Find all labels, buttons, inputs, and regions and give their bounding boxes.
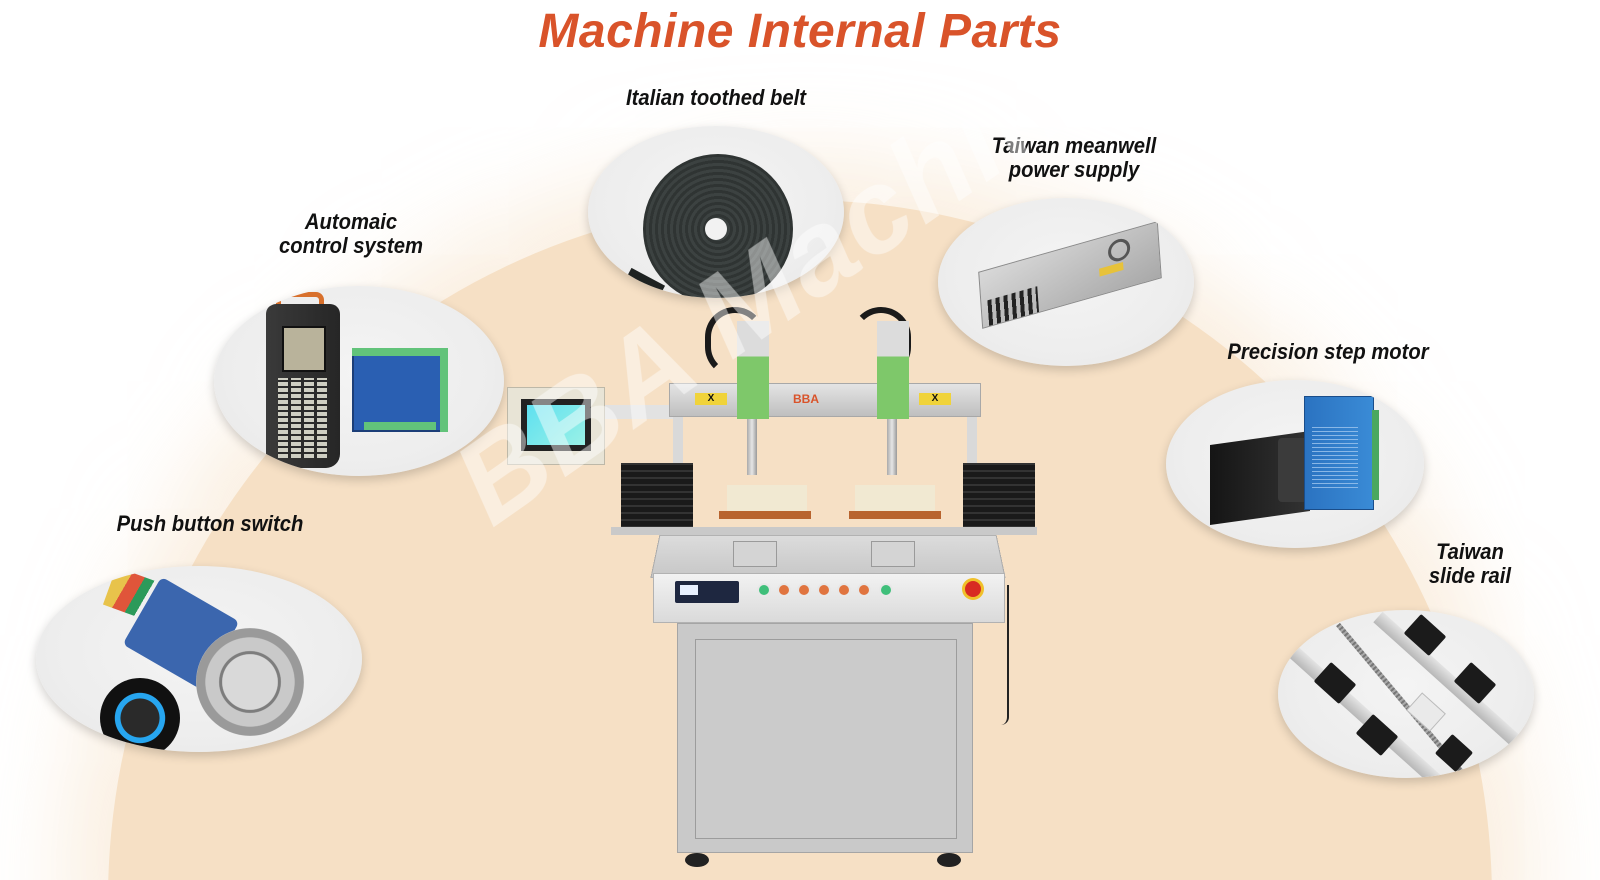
screwdriver-head-right [877,321,909,419]
controller-screen [282,326,326,372]
oval-push-button [36,566,362,752]
hmi-display [527,405,585,445]
panel-button-2[interactable] [779,585,789,595]
feeder-shelf [611,527,1037,535]
driver-spec-table [1312,424,1358,488]
panel-button-4[interactable] [819,585,829,595]
fixture-left [727,485,807,515]
label-power-supply: Taiwan meanwell power supply [991,133,1157,182]
axis-label-right: X [919,393,951,405]
panel-button-1[interactable] [759,585,769,595]
label-push-button: Push button switch [116,511,304,536]
axis-label-left: X [695,393,727,405]
hmi-arm [605,405,675,419]
screwdriver-head-left [737,321,769,419]
board-terminal [440,350,448,432]
fixture-right [855,485,935,515]
controller-lcd [680,585,698,595]
pendant-handle [276,292,324,314]
cable-loop-left [705,307,765,377]
metal-push-button-image [196,628,304,736]
belt-hole [705,218,727,240]
panel-button-5[interactable] [839,585,849,595]
oval-slide-rail [1278,610,1534,778]
panel-button-3[interactable] [799,585,809,595]
board-terminal [352,348,448,356]
fixture-plate-left [719,511,811,519]
fixture-plate-right [849,511,941,519]
label-control-system: Automaic control system [279,209,423,258]
board-terminal [364,422,436,430]
foot-right [937,853,961,867]
slide-tray-left [733,541,777,567]
warning-sticker [1099,262,1124,277]
label-slide-rail: Taiwan slide rail [1428,539,1512,588]
slide-tray-right [871,541,915,567]
screw-feeder-right [963,463,1035,533]
screw-feeder-left [621,463,693,533]
screw-machine-image: X X BBA [505,305,1037,875]
ball-screw-nut [1406,692,1446,732]
motion-control-board-image [352,350,448,432]
driver-terminal [1372,410,1379,500]
label-toothed-belt: Italian toothed belt [626,85,806,110]
work-table [650,534,1006,579]
label-step-motor: Precision step motor [1227,339,1429,364]
power-cable [1001,585,1009,725]
oval-power-supply [938,198,1194,366]
emergency-stop-button[interactable] [965,581,981,597]
screwdriver-bit-right [887,419,897,475]
oval-toothed-belt [588,126,844,298]
cabinet-door [695,639,957,839]
oval-step-motor [1166,380,1424,548]
fan-icon [1107,236,1131,265]
screwdriver-bit-left [747,419,757,475]
oval-control-system [214,286,504,476]
panel-button-7[interactable] [881,585,891,595]
led-ring-button-image [100,678,180,752]
controller-keypad [278,378,330,458]
screw-support [1434,733,1474,773]
brand-plate: BBA [793,392,819,406]
foot-left [685,853,709,867]
page-title: Machine Internal Parts [538,5,1062,58]
panel-button-6[interactable] [859,585,869,595]
